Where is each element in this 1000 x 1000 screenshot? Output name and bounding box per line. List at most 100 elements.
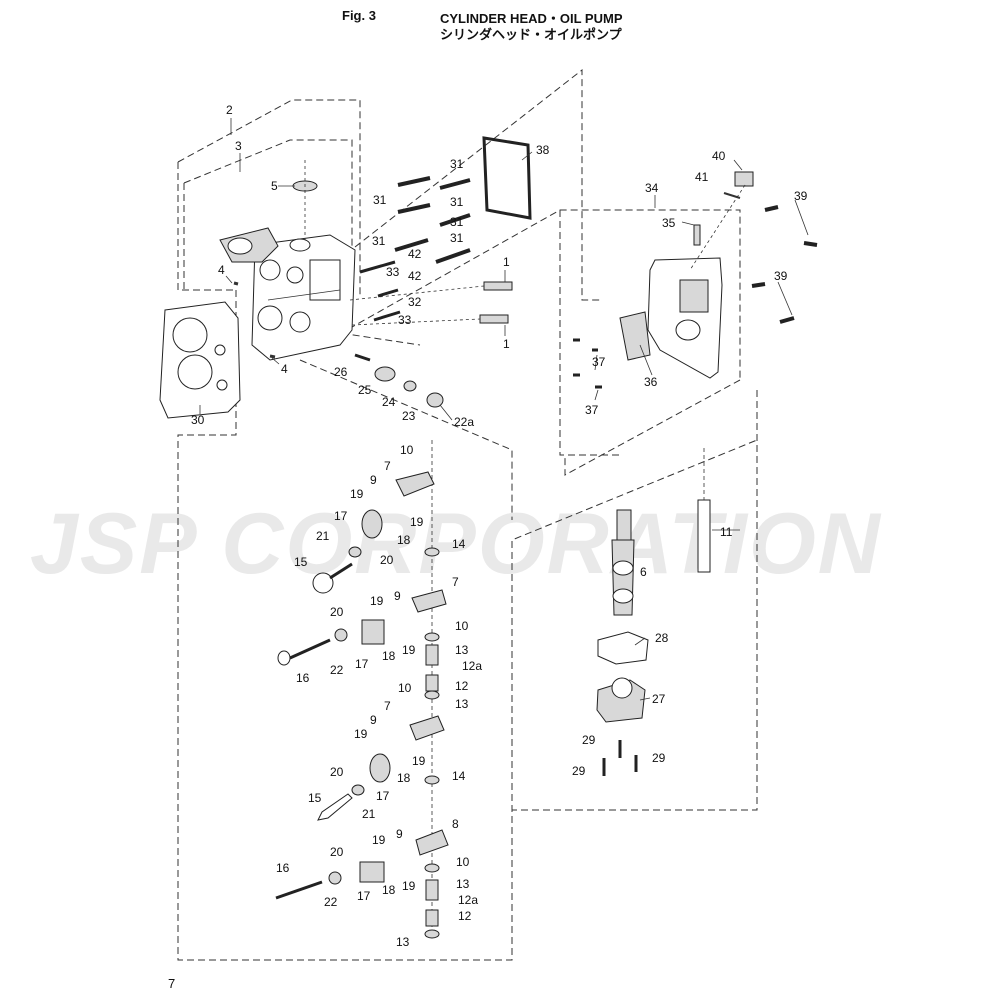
- spark-plugs: [349, 281, 513, 326]
- callout-31: 31: [450, 195, 464, 209]
- callout-31: 31: [450, 215, 464, 229]
- callout-24: 24: [382, 395, 396, 409]
- callout-4: 4: [218, 263, 225, 277]
- page-title-english: CYLINDER HEAD・OIL PUMP: [440, 11, 623, 26]
- callout-31: 31: [373, 193, 387, 207]
- head-bolts: [359, 176, 471, 322]
- callout-7: 7: [384, 699, 391, 713]
- callout-19: 19: [372, 833, 386, 847]
- valve-train-upper: [277, 471, 447, 700]
- callout-18: 18: [397, 771, 411, 785]
- page-number: 7: [168, 976, 176, 991]
- callout-34: 34: [645, 181, 659, 195]
- cover-bolts: [751, 205, 818, 324]
- oil-pump-gasket: [597, 631, 649, 665]
- callout-29: 29: [652, 751, 666, 765]
- callout-16: 16: [276, 861, 290, 875]
- callout-25: 25: [358, 383, 372, 397]
- callout-41: 41: [695, 170, 709, 184]
- callout-15: 15: [294, 555, 308, 569]
- callout-13: 13: [396, 935, 410, 949]
- figure-number: Fig. 3: [342, 8, 376, 23]
- callout-30: 30: [191, 413, 205, 427]
- callout-33: 33: [398, 313, 412, 327]
- callout-39: 39: [774, 269, 788, 283]
- callout-9: 9: [394, 589, 401, 603]
- callout-19: 19: [354, 727, 368, 741]
- callout-28: 28: [655, 631, 669, 645]
- callout-13: 13: [455, 697, 469, 711]
- callout-9: 9: [370, 713, 377, 727]
- leader-lines: [199, 118, 809, 701]
- callout-22: 22: [324, 895, 338, 909]
- callout-21: 21: [316, 529, 330, 543]
- callout-14: 14: [452, 537, 466, 551]
- camshaft: [611, 509, 635, 616]
- callout-8: 8: [452, 817, 459, 831]
- callout-37: 37: [592, 355, 606, 369]
- callout-10: 10: [398, 681, 412, 695]
- callout-11: 11: [720, 525, 733, 539]
- oil-pump: [596, 677, 646, 723]
- callout-31: 31: [372, 234, 386, 248]
- callout-labels: 2 3 5 4 4 30 38 31 31 31 31 31 31 42 42 …: [191, 103, 808, 949]
- callout-38: 38: [536, 143, 550, 157]
- callout-20: 20: [330, 845, 344, 859]
- callout-12a: 12a: [462, 659, 482, 673]
- callout-10: 10: [455, 619, 469, 633]
- callout-19: 19: [402, 879, 416, 893]
- callout-19: 19: [402, 643, 416, 657]
- callout-17: 17: [334, 509, 348, 523]
- callout-27: 27: [652, 692, 666, 706]
- callout-33: 33: [386, 265, 400, 279]
- callout-19: 19: [370, 594, 384, 608]
- callout-22a: 22a: [454, 415, 474, 429]
- callout-21: 21: [362, 807, 376, 821]
- oil-filler-cap: [689, 171, 754, 271]
- callout-18: 18: [382, 883, 396, 897]
- callout-19: 19: [412, 754, 426, 768]
- callout-2: 2: [226, 103, 233, 117]
- callout-20: 20: [380, 553, 394, 567]
- callout-40: 40: [712, 149, 726, 163]
- callout-1: 1: [503, 255, 510, 269]
- callout-7: 7: [384, 459, 391, 473]
- cylinder-head-cover-gasket: [482, 136, 532, 220]
- callout-3: 3: [235, 139, 242, 153]
- callout-13: 13: [455, 643, 469, 657]
- callout-26: 26: [334, 365, 348, 379]
- callout-22: 22: [330, 663, 344, 677]
- callout-13: 13: [456, 877, 470, 891]
- oil-pump-bolts: [602, 740, 638, 776]
- callout-4: 4: [281, 362, 288, 376]
- callout-16: 16: [296, 671, 310, 685]
- callout-37: 37: [585, 403, 599, 417]
- callout-42: 42: [408, 247, 422, 261]
- callout-31: 31: [450, 231, 464, 245]
- callout-29: 29: [582, 733, 596, 747]
- page-title-japanese: シリンダヘッド・オイルポンプ: [440, 27, 622, 42]
- callout-17: 17: [376, 789, 390, 803]
- push-rod: [697, 499, 711, 573]
- callout-18: 18: [382, 649, 396, 663]
- callout-29: 29: [572, 764, 586, 778]
- callout-14: 14: [452, 769, 466, 783]
- callout-6: 6: [640, 565, 647, 579]
- assembly-boundaries: [177, 68, 758, 961]
- callout-10: 10: [400, 443, 414, 457]
- cylinder-head-cover: [619, 224, 723, 379]
- callout-20: 20: [330, 765, 344, 779]
- callout-10: 10: [456, 855, 470, 869]
- callout-19: 19: [350, 487, 364, 501]
- cylinder-head: [219, 227, 356, 361]
- callout-36: 36: [644, 375, 658, 389]
- callout-39: 39: [794, 189, 808, 203]
- callout-17: 17: [355, 657, 369, 671]
- callout-12: 12: [458, 909, 472, 923]
- small-parts: [233, 281, 444, 408]
- callout-31: 31: [450, 157, 464, 171]
- breather-plate-screws: [573, 338, 602, 389]
- callout-9: 9: [370, 473, 377, 487]
- callout-20: 20: [330, 605, 344, 619]
